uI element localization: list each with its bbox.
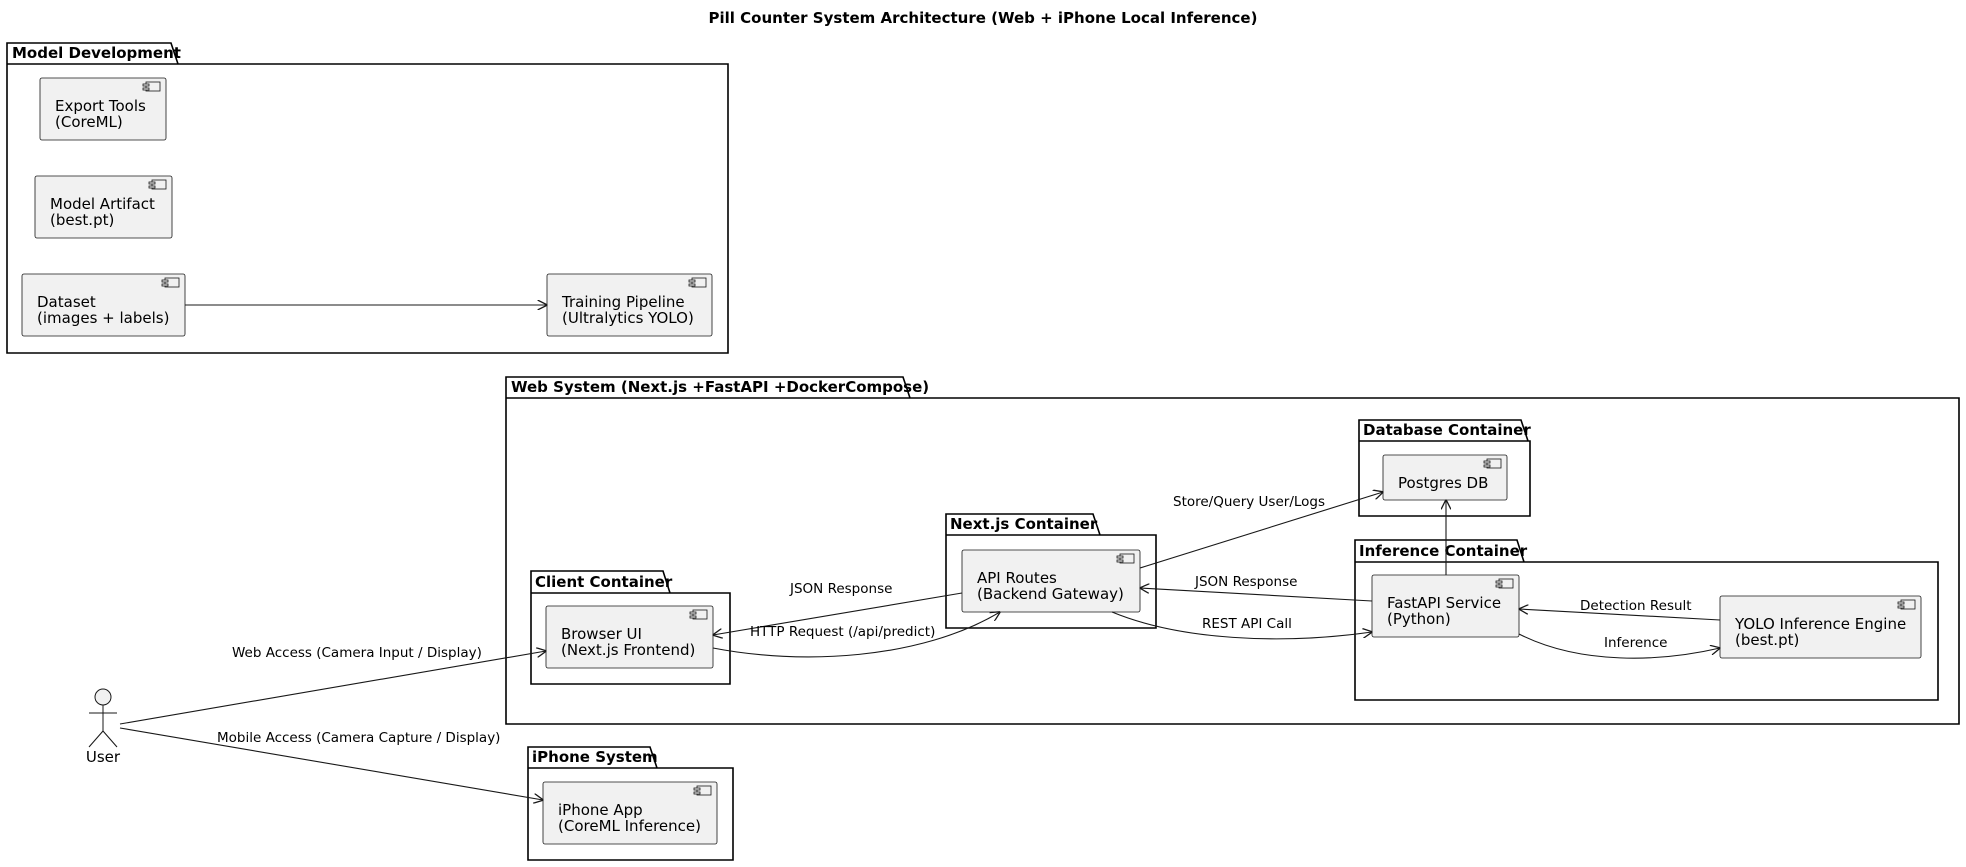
component-sublabel: (Python) bbox=[1387, 610, 1451, 628]
package-label: Inference Container bbox=[1359, 542, 1528, 560]
package-database-container: Database Container bbox=[1358, 419, 1531, 517]
package-label: Web System (Next.js +FastAPI +DockerComp… bbox=[511, 378, 929, 396]
edge-api-to-fastapi: REST API Call bbox=[1111, 611, 1372, 640]
component-sublabel: (Backend Gateway) bbox=[977, 585, 1124, 603]
component-icon bbox=[148, 179, 167, 190]
component-label: API Routes bbox=[977, 569, 1057, 587]
package-nextjs-container: Next.js Container bbox=[945, 513, 1157, 629]
component-label: Export Tools bbox=[55, 97, 146, 115]
component-icon bbox=[1483, 458, 1502, 469]
component-label: Training Pipeline bbox=[561, 293, 685, 311]
component-icon bbox=[1116, 553, 1135, 564]
component-icon bbox=[689, 609, 708, 620]
component-sublabel: (Ultralytics YOLO) bbox=[562, 309, 694, 327]
package-web-system: Web System (Next.js +FastAPI +DockerComp… bbox=[505, 376, 1960, 725]
component-sublabel: (Next.js Frontend) bbox=[561, 641, 695, 659]
edge-api-to-postgres: Store/Query User/Logs bbox=[1139, 492, 1383, 569]
edge-label: JSON Response bbox=[789, 581, 892, 597]
edge-user-to-browser: Web Access (Camera Input / Display) bbox=[119, 645, 546, 725]
package-label: Client Container bbox=[535, 573, 673, 591]
package-client-container: Client Container bbox=[530, 570, 731, 685]
edge-label: HTTP Request (/api/predict) bbox=[750, 624, 935, 640]
edge-api-to-browser: JSON Response bbox=[713, 581, 963, 635]
component-sublabel: (CoreML Inference) bbox=[558, 817, 701, 835]
package-label: Next.js Container bbox=[950, 515, 1098, 533]
component-label: Browser UI bbox=[561, 625, 642, 643]
package-model-development: Model Development bbox=[6, 42, 729, 354]
edge-yolo-to-fastapi: Detection Result bbox=[1519, 598, 1721, 621]
package-label: Database Container bbox=[1363, 421, 1531, 439]
component-icon bbox=[688, 277, 707, 288]
component-sublabel: (best.pt) bbox=[50, 211, 114, 229]
component-label: FastAPI Service bbox=[1387, 594, 1501, 612]
edge-label: Detection Result bbox=[1580, 598, 1692, 614]
component-label: Postgres DB bbox=[1398, 474, 1488, 492]
component-iphone-app[interactable]: iPhone App (CoreML Inference) bbox=[542, 781, 718, 845]
component-fastapi-service[interactable]: FastAPI Service (Python) bbox=[1371, 574, 1520, 638]
component-label: Dataset bbox=[37, 293, 96, 311]
component-dataset[interactable]: Dataset (images + labels) bbox=[21, 273, 186, 337]
package-inference-container: Inference Container bbox=[1354, 539, 1939, 701]
component-model-artifact[interactable]: Model Artifact (best.pt) bbox=[34, 175, 173, 239]
edge-label: Store/Query User/Logs bbox=[1173, 494, 1325, 510]
edge-label: Mobile Access (Camera Capture / Display) bbox=[217, 730, 500, 746]
actor-user[interactable]: User bbox=[86, 688, 121, 766]
component-label: iPhone App bbox=[558, 801, 643, 819]
edge-label: Inference bbox=[1604, 635, 1667, 651]
component-label: YOLO Inference Engine bbox=[1734, 615, 1906, 633]
edge-fastapi-to-api: JSON Response bbox=[1140, 574, 1373, 602]
component-export-tools[interactable]: Export Tools (CoreML) bbox=[39, 77, 167, 141]
component-training-pipeline[interactable]: Training Pipeline (Ultralytics YOLO) bbox=[546, 273, 713, 337]
component-postgres-db[interactable]: Postgres DB bbox=[1382, 454, 1508, 501]
edge-label: Web Access (Camera Input / Display) bbox=[232, 645, 482, 661]
component-icon bbox=[161, 277, 180, 288]
component-sublabel: (best.pt) bbox=[1735, 631, 1799, 649]
component-sublabel: (images + labels) bbox=[37, 309, 169, 327]
edge-fastapi-to-yolo: Inference bbox=[1518, 633, 1720, 659]
component-yolo-inference-engine[interactable]: YOLO Inference Engine (best.pt) bbox=[1719, 595, 1922, 659]
component-label: Model Artifact bbox=[50, 195, 155, 213]
component-api-routes[interactable]: API Routes (Backend Gateway) bbox=[961, 549, 1141, 613]
component-icon bbox=[1495, 578, 1514, 589]
component-icon bbox=[1897, 599, 1916, 610]
diagram-title: Pill Counter System Architecture (Web + … bbox=[709, 9, 1258, 27]
edge-browser-to-api: HTTP Request (/api/predict) bbox=[712, 612, 1000, 658]
package-label: iPhone System bbox=[532, 748, 658, 766]
package-iphone-system: iPhone System bbox=[527, 746, 734, 861]
component-icon bbox=[142, 81, 161, 92]
edge-user-to-iphone: Mobile Access (Camera Capture / Display) bbox=[119, 727, 543, 800]
component-icon bbox=[693, 785, 712, 796]
component-browser-ui[interactable]: Browser UI (Next.js Frontend) bbox=[545, 605, 714, 669]
component-sublabel: (CoreML) bbox=[55, 113, 123, 131]
edge-label: JSON Response bbox=[1194, 574, 1297, 590]
package-label: Model Development bbox=[12, 44, 181, 62]
edge-label: REST API Call bbox=[1202, 616, 1292, 632]
actor-label: User bbox=[86, 748, 121, 766]
